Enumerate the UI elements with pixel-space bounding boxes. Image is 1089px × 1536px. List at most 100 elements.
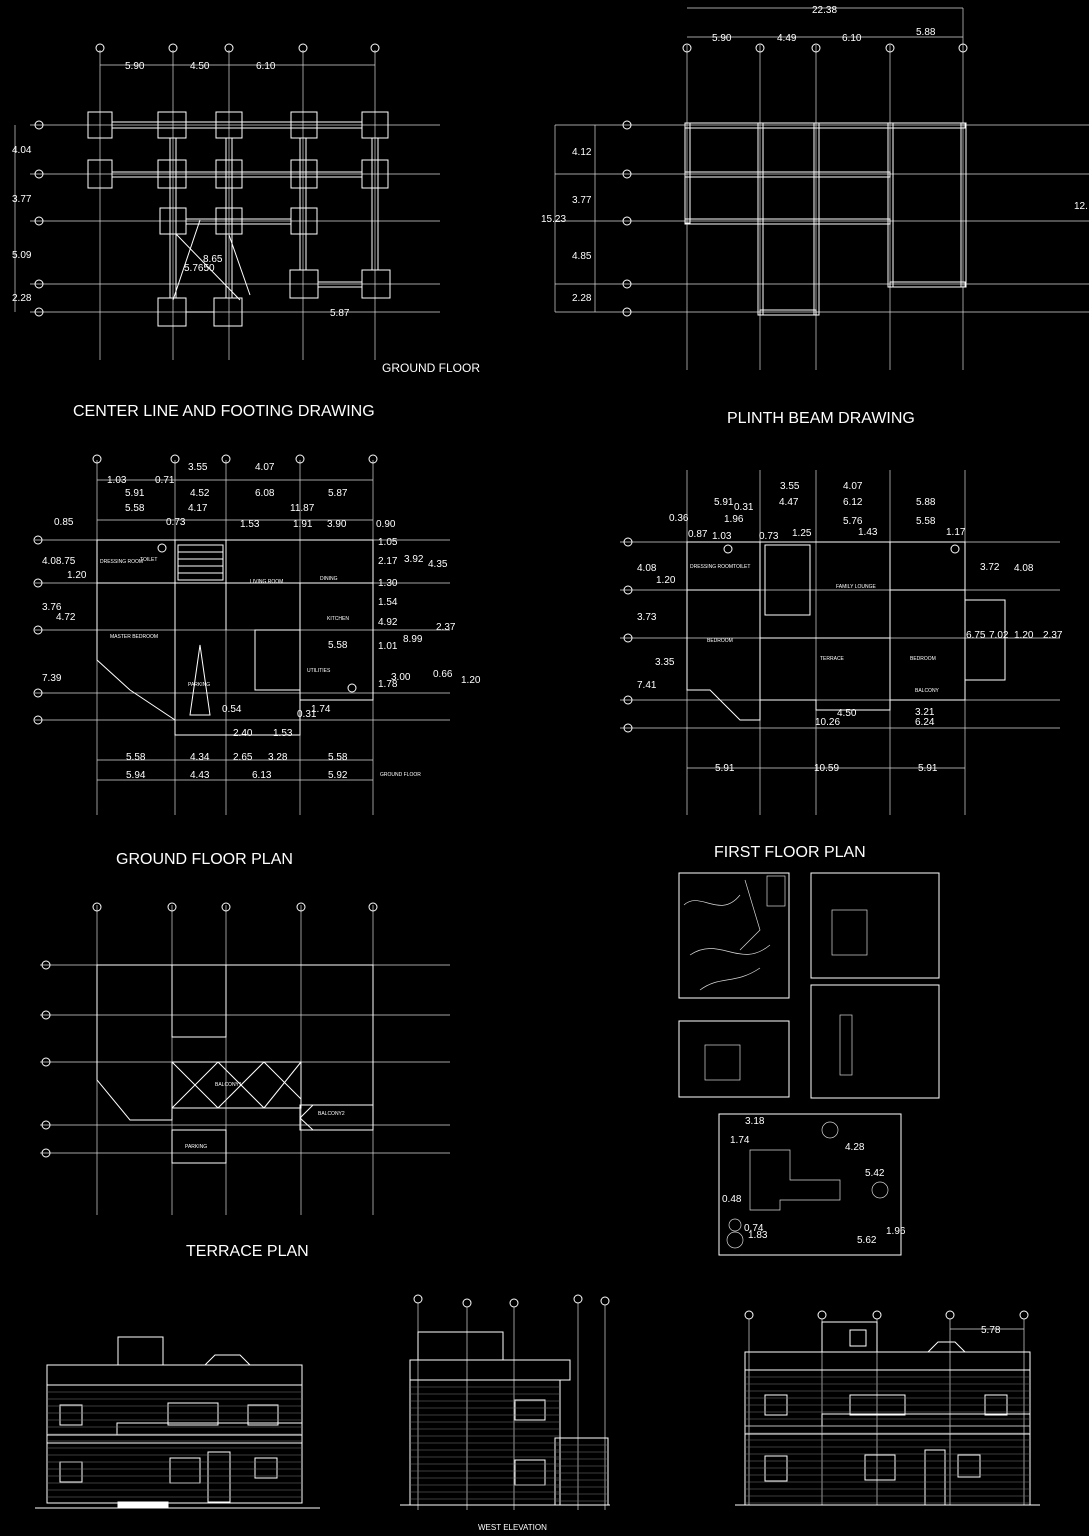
ff-dim: 1.17 <box>946 527 966 538</box>
gf-dim: 1.20 <box>461 675 481 686</box>
ff-dim: 4.47 <box>779 497 799 508</box>
ff-dim: 0.73 <box>759 531 779 542</box>
west-elevation-title: WEST ELEVATION <box>478 1523 547 1532</box>
ff-dim: 1.20 <box>656 575 676 586</box>
ff-dim: 0.87 <box>688 529 708 540</box>
plinth-overall-left: 15.23 <box>541 214 566 225</box>
west-elevation <box>400 1294 610 1510</box>
plinth-top-dim: 5.88 <box>916 27 936 38</box>
ff-dim: 5.91 <box>714 497 734 508</box>
gf-dim: 4.72 <box>56 612 76 623</box>
gf-room: TOILET <box>140 557 157 563</box>
plinth-left-dim: 3.77 <box>572 195 592 206</box>
gf-plan-title: GROUND FLOOR PLAN <box>116 851 293 868</box>
gf-dim: 4.07 <box>255 462 275 473</box>
gf-dim: 3.00 <box>391 672 411 683</box>
footing-left-dim: 4.04 <box>12 145 32 156</box>
gf-dim: 5.58 <box>328 752 348 763</box>
location-map <box>678 872 790 999</box>
gf-dim: 4.17 <box>188 503 208 514</box>
site-dim: 4.28 <box>845 1142 865 1153</box>
gf-dim: 4.35 <box>428 559 448 570</box>
gf-dim: 4.52 <box>190 488 210 499</box>
gf-dim: 1.54 <box>378 597 398 608</box>
site-dim: 0.74 <box>744 1223 764 1234</box>
footing-title: CENTER LINE AND FOOTING DRAWING <box>73 403 375 420</box>
ff-dim: 5.91 <box>918 763 938 774</box>
ff-dim: 5.58 <box>916 516 936 527</box>
terrace-plan-title: TERRACE PLAN <box>186 1243 309 1260</box>
gf-note: GROUND FLOOR <box>380 772 421 778</box>
gf-dim: 3.92 <box>404 554 424 565</box>
ff-dim: 4.50 <box>837 708 857 719</box>
front-elevation <box>35 1336 320 1509</box>
site-plan-dims: 3.18 1.74 4.28 5.42 0.48 1.96 0.74 1.83 … <box>722 1116 906 1246</box>
plinth-top-dim: 6.10 <box>842 33 862 44</box>
gf-room: LIVING ROOM <box>250 579 283 585</box>
ff-dim: 3.35 <box>655 657 675 668</box>
ff-dim: 5.91 <box>715 763 735 774</box>
rear-elevation-dim: 5.78 <box>981 1325 1001 1336</box>
detail-sheets <box>678 872 940 1256</box>
gf-dim: 5.58 <box>328 640 348 651</box>
site-dim: 5.62 <box>857 1235 877 1246</box>
ground-floor-plan: 1.03 0.71 3.55 4.07 5.91 4.52 6.08 5.87 … <box>33 454 481 868</box>
gf-room: UTILITIES <box>307 668 331 674</box>
rainwater-pit-detail <box>678 1020 790 1098</box>
ff-dim: 7.02 <box>989 630 1009 641</box>
footing-left-dim: 5.09 <box>12 250 32 261</box>
plinth-left-dim: 4.85 <box>572 251 592 262</box>
ff-room: BALCONY <box>915 688 940 694</box>
gf-dim: 1.01 <box>378 641 398 652</box>
gf-dim: 5.58 <box>125 503 145 514</box>
gf-room: KITCHEN <box>327 616 349 622</box>
footing-top-dim: 6.10 <box>256 61 276 72</box>
gf-dim: 2.40 <box>233 728 253 739</box>
gf-dim: 5.92 <box>328 770 348 781</box>
gf-dim: 3.76 <box>42 602 62 613</box>
gf-dim: 1.05 <box>378 537 398 548</box>
gf-dim: 1.53 <box>273 728 293 739</box>
ff-dim: 10.26 <box>815 717 840 728</box>
gf-dim: 0.71 <box>155 475 175 486</box>
gf-dim: 1.03 <box>107 475 127 486</box>
gf-dim: 2.37 <box>436 622 456 633</box>
ff-dim: 4.08 <box>637 563 657 574</box>
ff-room: FAMILY LOUNGE <box>836 584 876 590</box>
gf-dim: 7.39 <box>42 673 62 684</box>
gf-dim: 4.08.75 <box>42 556 76 567</box>
plinth-top-dim: 4.49 <box>777 33 797 44</box>
gf-dim: 2.17 <box>378 556 398 567</box>
wall-detail <box>810 984 940 1099</box>
footing-top-dim: 4.50 <box>190 61 210 72</box>
site-dim: 1.96 <box>886 1226 906 1237</box>
site-plan <box>718 1113 902 1256</box>
ff-dim: 3.55 <box>780 481 800 492</box>
ff-plan-title: FIRST FLOOR PLAN <box>714 844 866 861</box>
ff-room: DRESSING ROOM <box>690 564 733 570</box>
ff-dim: 3.21 <box>915 707 935 718</box>
rear-elevation <box>735 1310 1040 1506</box>
gf-dim: 6.08 <box>255 488 275 499</box>
ff-dim: 0.31 <box>734 502 754 513</box>
ff-dim: 2.37 <box>1043 630 1063 641</box>
gf-dim: 5.94 <box>126 770 146 781</box>
ff-dim: 6.24 <box>915 717 935 728</box>
footing-bottom-dim: 5.87 <box>330 308 350 319</box>
plinth-left-dim: 2.28 <box>572 293 592 304</box>
site-dim: 0.48 <box>722 1194 742 1205</box>
plinth-beam-drawing: 22.38 5.90 4.49 6.10 5.88 15.23 4.12 3.7… <box>541 5 1089 427</box>
footing-left-dim: 2.28 <box>12 293 32 304</box>
gf-dim: 0.85 <box>54 517 74 528</box>
ff-dim: 5.76 <box>843 516 863 527</box>
gf-room: MASTER BEDROOM <box>110 634 158 640</box>
footing-inner-dim: 5.7650 <box>184 263 215 274</box>
ff-dim: 4.07 <box>843 481 863 492</box>
site-dim: 3.18 <box>745 1116 765 1127</box>
footing-inner-dim: 8.65 <box>203 254 223 265</box>
gf-dim: 11.87 <box>290 503 315 514</box>
site-dim: 1.74 <box>730 1135 750 1146</box>
gf-dim: 6.13 <box>252 770 272 781</box>
footing-top-dim: 5.90 <box>125 61 145 72</box>
